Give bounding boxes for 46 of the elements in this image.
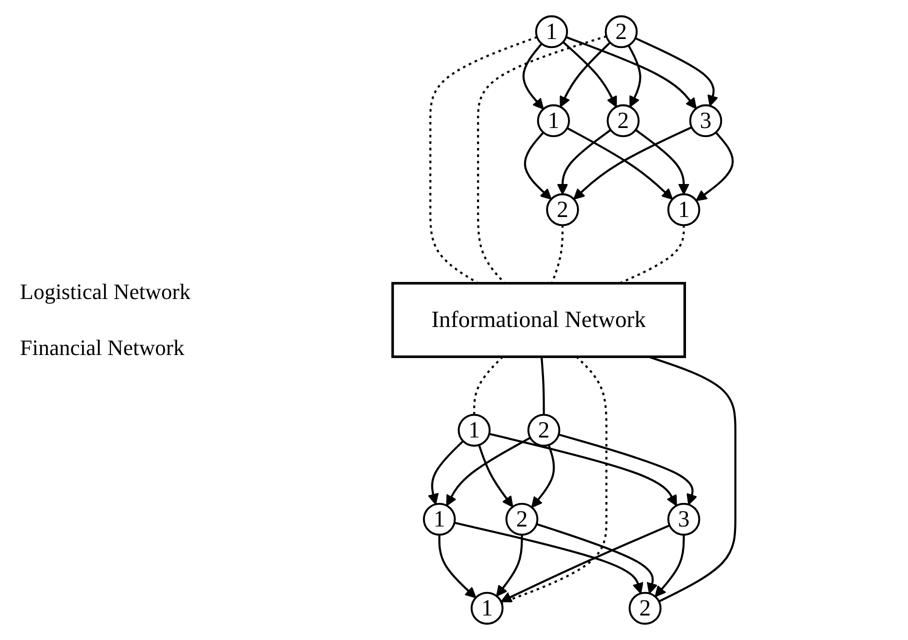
node-circle: 2 bbox=[606, 104, 640, 138]
arrow bbox=[696, 132, 734, 202]
node-circle: 1 bbox=[470, 592, 504, 625]
node-circle: 1 bbox=[667, 193, 700, 226]
connector bbox=[648, 356, 736, 602]
arrow bbox=[438, 534, 476, 598]
arrow bbox=[496, 534, 523, 597]
node-circle: 1 bbox=[422, 502, 456, 536]
arrow bbox=[428, 440, 464, 505]
node-circle: 1 bbox=[458, 414, 491, 447]
node-circle: 2 bbox=[546, 193, 579, 226]
arrow bbox=[634, 37, 718, 106]
node-box: Informational Network bbox=[391, 282, 686, 358]
arrow bbox=[500, 524, 670, 602]
arrow bbox=[446, 436, 531, 506]
node-circle: 3 bbox=[667, 502, 700, 536]
connector bbox=[619, 225, 685, 284]
arrow bbox=[489, 432, 677, 506]
node-circle: 2 bbox=[628, 592, 662, 625]
arrow bbox=[454, 522, 644, 594]
network-label: Financial Network bbox=[20, 335, 186, 361]
arrow bbox=[562, 41, 617, 108]
node-circle: 3 bbox=[689, 104, 722, 138]
arrow bbox=[536, 523, 658, 594]
node-circle: 2 bbox=[505, 502, 538, 536]
arrow bbox=[566, 36, 697, 110]
arrow bbox=[635, 129, 690, 195]
connector bbox=[429, 36, 538, 284]
connector bbox=[540, 356, 545, 415]
node-circle: 2 bbox=[527, 414, 560, 447]
arrow bbox=[628, 44, 642, 108]
arrow bbox=[558, 434, 698, 506]
arrow bbox=[478, 444, 514, 508]
node-circle: 1 bbox=[537, 104, 570, 138]
node-circle: 1 bbox=[535, 15, 568, 48]
arrow bbox=[531, 444, 555, 508]
network-label: Logistical Network bbox=[20, 279, 192, 305]
arrow bbox=[522, 43, 544, 110]
node-circle: 2 bbox=[604, 15, 638, 48]
arrow bbox=[573, 126, 692, 200]
arrow bbox=[524, 132, 552, 200]
arrow bbox=[560, 42, 611, 108]
arrow bbox=[556, 129, 612, 195]
arrow bbox=[566, 127, 673, 200]
arrow bbox=[654, 534, 685, 598]
connector bbox=[473, 356, 504, 415]
